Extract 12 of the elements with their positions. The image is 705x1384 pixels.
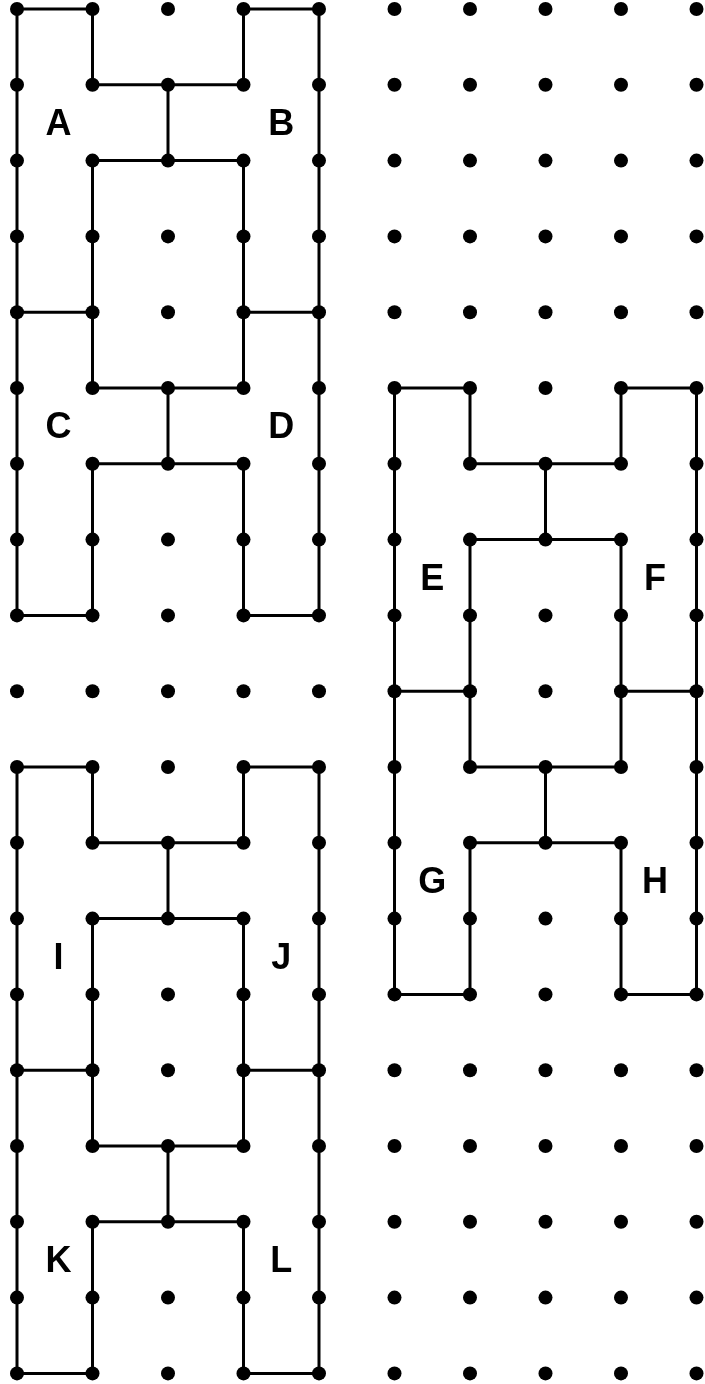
region-letter: L <box>270 1241 293 1278</box>
region-letter: D <box>268 407 295 444</box>
region-letter: B <box>268 104 295 141</box>
region-letter: A <box>45 104 72 141</box>
region-letter: K <box>45 1241 72 1278</box>
region-letter: F <box>643 559 666 596</box>
region-letter: C <box>45 407 72 444</box>
region-letter: I <box>53 938 64 975</box>
region-letter: G <box>418 862 447 899</box>
region-letter: H <box>641 862 668 899</box>
region-letter: J <box>271 938 292 975</box>
region-letter: E <box>420 559 445 596</box>
